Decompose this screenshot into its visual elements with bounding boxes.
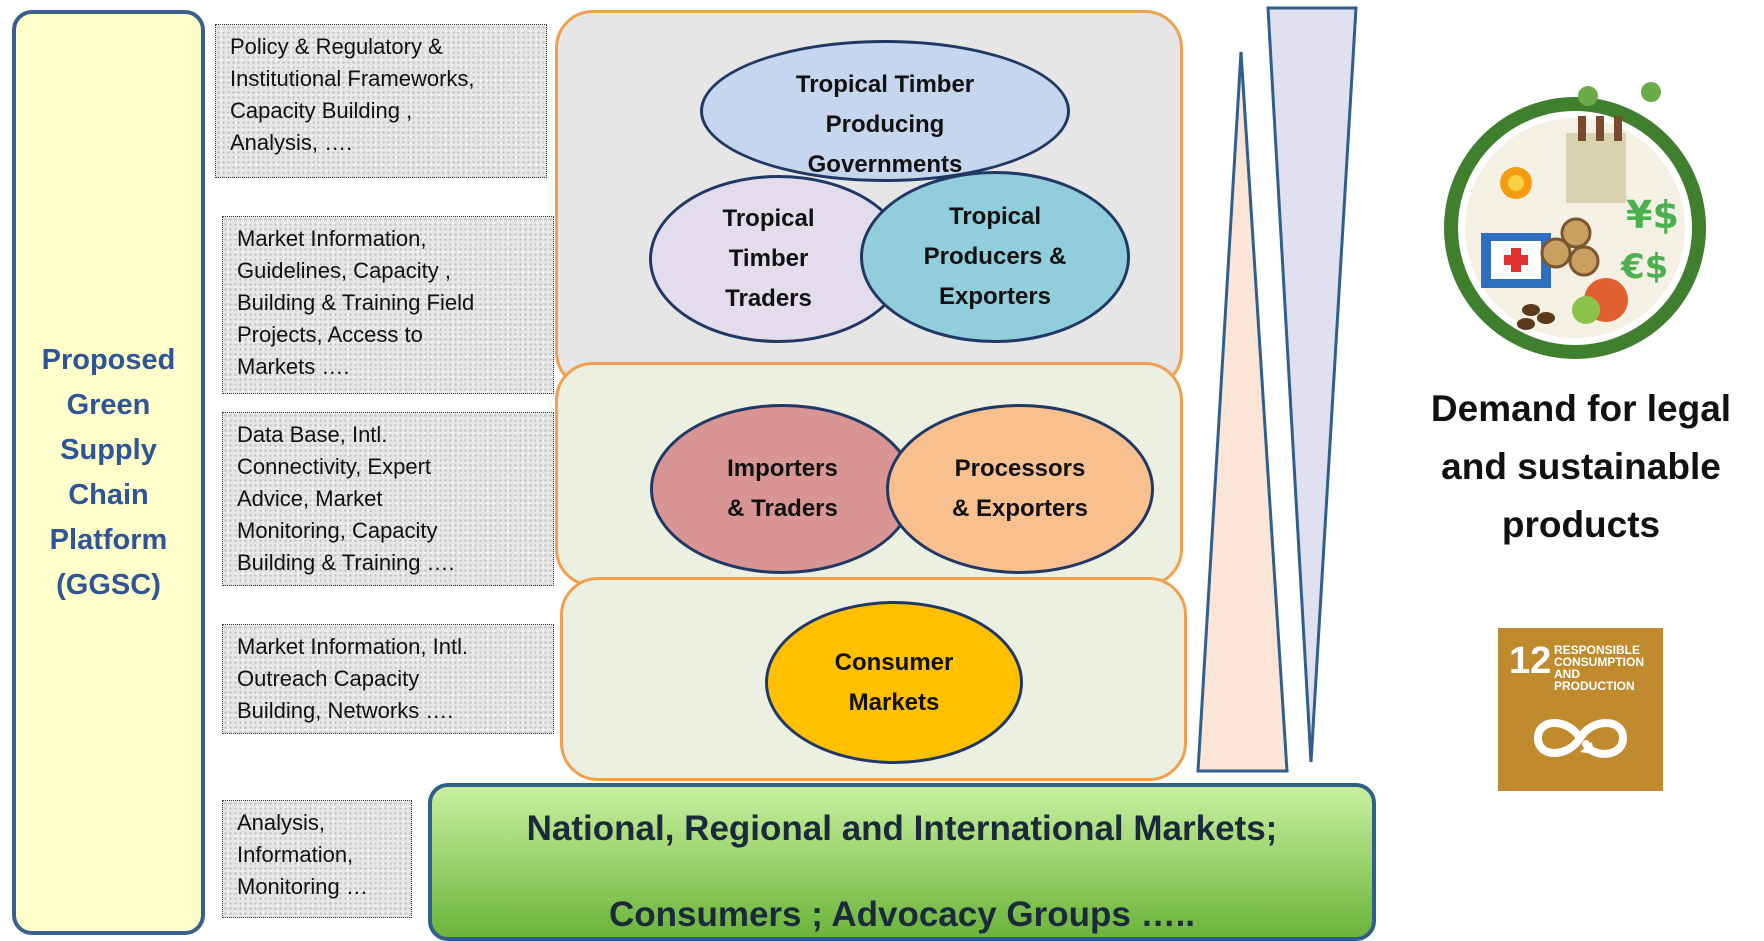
actor-label: Importers & Traders	[727, 455, 838, 522]
actor-processors: Processors & Exporters	[886, 404, 1154, 574]
service-box-market-info: Market Information, Guidelines, Capacity…	[222, 216, 554, 394]
actor-governments: Tropical Timber Producing Governments	[700, 40, 1070, 182]
svg-text:¥$: ¥$	[1626, 193, 1679, 237]
actor-label: Tropical Producers & Exporters	[923, 203, 1067, 310]
actor-producers: Tropical Producers & Exporters	[860, 171, 1130, 343]
sustainable-products-icon: ¥$ €$	[1444, 82, 1706, 359]
increasing-wedge	[1196, 51, 1289, 773]
service-text: Market Information, Intl. Outreach Capac…	[237, 634, 469, 723]
service-text: Analysis, Information, Monitoring …	[237, 810, 368, 899]
svg-text:€$: €$	[1620, 247, 1668, 287]
service-text: Policy & Regulatory & Institutional Fram…	[230, 34, 475, 155]
wedges	[1196, 6, 1358, 773]
actor-importers: Importers & Traders	[650, 404, 915, 574]
actor-label: Consumer Markets	[834, 648, 954, 716]
platform-title: Proposed Green Supply Chain Platform (GG…	[41, 343, 176, 601]
service-box-policy: Policy & Regulatory & Institutional Fram…	[215, 24, 547, 178]
demand-text: Demand for legal and sustainable product…	[1430, 388, 1732, 545]
actor-label: Tropical Timber Producing Governments	[795, 71, 975, 178]
service-text: Data Base, Intl. Connectivity, Expert Ad…	[237, 422, 455, 575]
infinity-icon	[1533, 719, 1628, 758]
sdg12-tile: 12 RESPONSIBLE CONSUMPTION AND PRODUCTIO…	[1498, 628, 1663, 791]
actor-consumers: Consumer Markets	[765, 601, 1023, 764]
markets-bar: National, Regional and International Mar…	[428, 783, 1376, 941]
service-box-database: Data Base, Intl. Connectivity, Expert Ad…	[222, 412, 554, 586]
sdg-number: 12	[1509, 640, 1552, 682]
actor-label: Tropical Timber Traders	[722, 205, 815, 312]
consumers-line: Consumers ; Advocacy Groups …..	[608, 895, 1196, 934]
actor-label: Processors & Exporters	[951, 455, 1089, 522]
decreasing-wedge	[1266, 6, 1358, 763]
sdg-label: RESPONSIBLE CONSUMPTION AND PRODUCTION	[1554, 643, 1644, 693]
markets-line: National, Regional and International Mar…	[526, 809, 1278, 848]
service-box-outreach: Market Information, Intl. Outreach Capac…	[222, 624, 554, 734]
service-box-analysis: Analysis, Information, Monitoring …	[222, 800, 412, 918]
platform-box: Proposed Green Supply Chain Platform (GG…	[12, 10, 205, 935]
service-text: Market Information, Guidelines, Capacity…	[237, 226, 475, 379]
